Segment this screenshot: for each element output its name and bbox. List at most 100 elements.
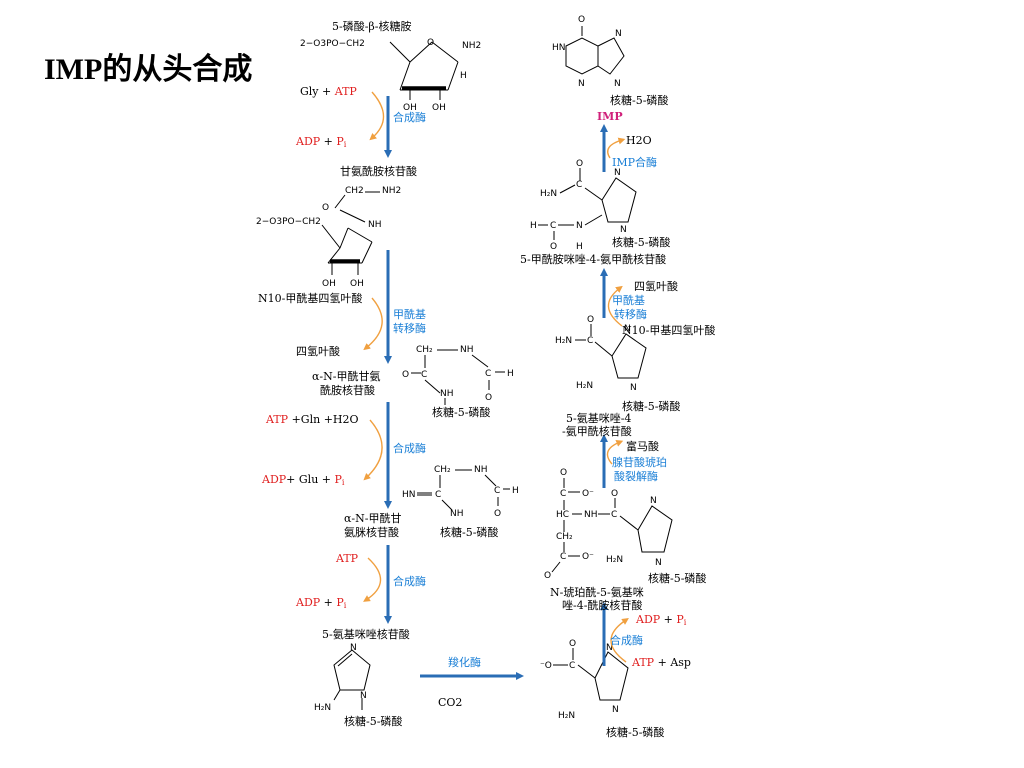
svg-text:NH: NH: [368, 220, 382, 230]
svg-text:ADP + Pi: ADP + Pi: [295, 596, 347, 610]
svg-text:ATP + Asp: ATP + Asp: [631, 656, 691, 669]
svg-text:N: N: [655, 558, 662, 568]
svg-text:N: N: [620, 225, 627, 235]
n10-formyl-thf-label: N10-甲酰基四氢叶酸: [258, 291, 362, 305]
svg-text:N: N: [606, 643, 613, 653]
svg-text:C: C: [494, 486, 500, 496]
svg-text:N: N: [650, 496, 657, 506]
svg-text:O: O: [576, 159, 583, 169]
svg-text:C: C: [587, 336, 593, 346]
svg-text:合成酶: 合成酶: [610, 633, 643, 647]
carboxylase-enzyme: 羧化酶: [448, 655, 481, 669]
svg-text:CH₂: CH₂: [556, 532, 573, 542]
svg-text:N: N: [615, 29, 622, 39]
aicar-ribose-label: 核糖-5-磷酸: [622, 399, 680, 413]
svg-text:C: C: [485, 369, 491, 379]
svg-text:ADP + Pi: ADP + Pi: [635, 613, 687, 627]
svg-text:H: H: [460, 71, 467, 81]
svg-text:O: O: [578, 15, 585, 25]
thf-label-right: 四氢叶酸: [634, 279, 678, 293]
saicar-ribose-label: 核糖-5-磷酸: [648, 571, 706, 585]
svg-text:C: C: [421, 370, 427, 380]
svg-text:O: O: [550, 242, 557, 252]
svg-text:N: N: [624, 324, 631, 334]
cofactor-curve-8: [607, 285, 623, 327]
svg-text:N: N: [350, 643, 357, 653]
svg-text:C: C: [569, 661, 575, 671]
cofactor-curve-9: [607, 137, 626, 159]
svg-text:O: O: [611, 489, 618, 499]
svg-text:腺苷酸琥珀: 腺苷酸琥珀: [612, 455, 667, 469]
svg-text:OH: OH: [322, 279, 336, 289]
ribosylamine-label: 5-磷酸-β-核糖胺: [332, 19, 412, 33]
cair-structure: ⁻O C O N N H₂N: [540, 639, 629, 721]
svg-text:C: C: [435, 490, 441, 500]
svg-text:O: O: [494, 509, 501, 519]
svg-text:N: N: [630, 383, 637, 393]
svg-text:CH₂: CH₂: [416, 345, 433, 355]
svg-text:NH: NH: [450, 509, 464, 519]
svg-text:H: H: [512, 486, 519, 496]
svg-text:H: H: [576, 242, 583, 252]
svg-text:转移酶: 转移酶: [614, 307, 647, 321]
svg-text:HC: HC: [556, 510, 569, 520]
gar-structure: CH2 NH2 O NH 2−O3PO−CH2 OH OH: [256, 186, 401, 289]
faicar-ribose-label: 核糖-5-磷酸: [612, 235, 670, 249]
faicar-label: 5-甲酰胺咪唑-4-氨甲酰核苷酸: [520, 252, 666, 266]
svg-text:O: O: [560, 468, 567, 478]
svg-text:N: N: [614, 168, 621, 178]
svg-text:CH2: CH2: [345, 186, 364, 196]
svg-text:O: O: [544, 571, 551, 581]
air-ribose-label: 核糖-5-磷酸: [344, 714, 402, 728]
imp-synthase-enzyme: IMP合酶: [612, 155, 657, 169]
svg-text:H₂N: H₂N: [576, 381, 593, 391]
imp-structure: O HN N N N: [552, 15, 625, 89]
svg-text:C: C: [560, 489, 566, 499]
fumarate-label: 富马酸: [626, 439, 659, 453]
n10-methyl-thf-label: N10-甲基四氢叶酸: [622, 323, 715, 337]
air-structure: N N H₂N: [314, 643, 371, 713]
svg-text:OH: OH: [432, 103, 446, 113]
cofactor-curve-2: [363, 297, 383, 351]
fgam-ribose-label: 核糖-5-磷酸: [440, 525, 498, 539]
svg-text:HN: HN: [552, 43, 566, 53]
svg-text:H: H: [507, 369, 514, 379]
svg-text:N: N: [576, 221, 583, 231]
svg-text:H₂N: H₂N: [555, 336, 572, 346]
cofactor-curve-6: [610, 618, 629, 663]
cofactor-curve-1: [369, 91, 385, 141]
cair-ribose-label: 核糖-5-磷酸: [606, 725, 664, 739]
aicar-label: 5-氨基咪唑-4: [566, 412, 631, 425]
svg-text:2−O3PO−CH2: 2−O3PO−CH2: [256, 217, 321, 227]
faicar-structure: H₂N C O N N H C N O H: [530, 159, 637, 252]
svg-text:O: O: [402, 370, 409, 380]
phosphate-group: 2−O3PO−CH2: [300, 39, 365, 49]
co2-label: CO2: [438, 696, 462, 709]
water-label: H2O: [626, 134, 652, 147]
svg-text:O: O: [485, 393, 492, 403]
svg-text:O: O: [587, 315, 594, 325]
svg-text:氨脒核苷酸: 氨脒核苷酸: [344, 525, 399, 539]
svg-text:H₂N: H₂N: [540, 189, 557, 199]
page-title: IMP的从头合成: [44, 53, 253, 86]
svg-text:合成酶: 合成酶: [393, 441, 426, 455]
svg-text:甲酰基: 甲酰基: [393, 307, 426, 321]
svg-text:酸裂解酶: 酸裂解酶: [614, 469, 658, 483]
saicar-label: N-琥珀酰-5-氨基咪: [550, 585, 644, 599]
svg-text:N: N: [360, 691, 367, 701]
svg-text:C: C: [611, 510, 617, 520]
svg-text:H₂N: H₂N: [558, 711, 575, 721]
svg-text:-氨甲酰核苷酸: -氨甲酰核苷酸: [562, 424, 632, 438]
fgar-structure: CH₂ NH C H O O C NH: [402, 345, 514, 405]
thf-label: 四氢叶酸: [296, 344, 340, 358]
svg-text:O: O: [427, 38, 434, 48]
imp-ribose-label: 核糖-5-磷酸: [610, 93, 668, 107]
svg-text:O: O: [569, 639, 576, 649]
svg-text:NH: NH: [474, 465, 488, 475]
svg-text:O⁻: O⁻: [582, 489, 594, 499]
svg-text:O: O: [322, 203, 329, 213]
svg-text:OH: OH: [403, 103, 417, 113]
svg-text:NH: NH: [584, 510, 598, 520]
air-label: 5-氨基咪唑核苷酸: [322, 627, 410, 641]
